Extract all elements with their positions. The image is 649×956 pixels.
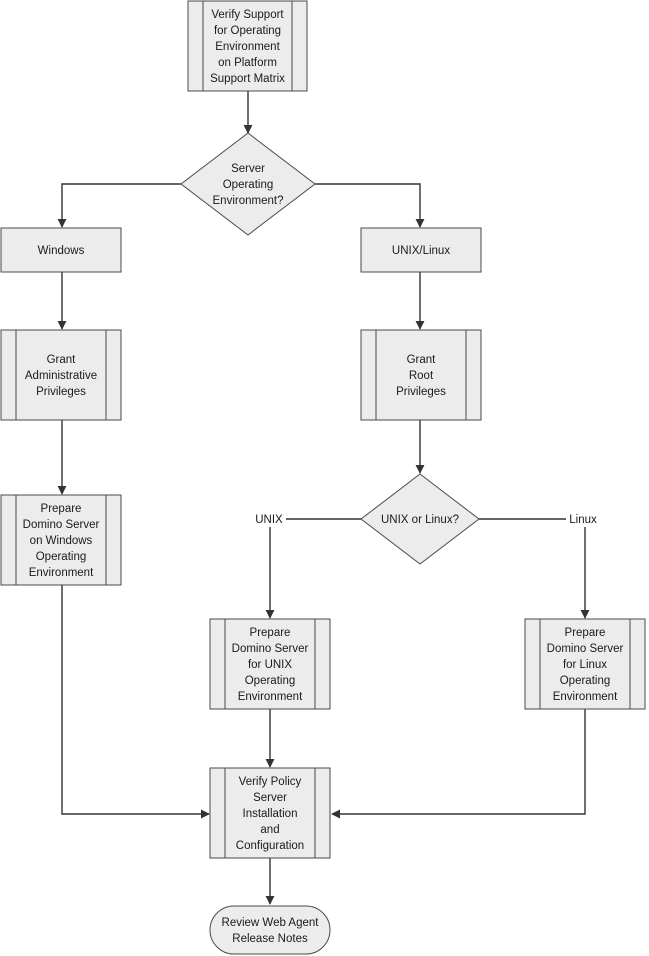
label-line: on Windows [30,535,93,547]
label-line: Grant [407,354,437,366]
edge-decision-to-windows [57,183,181,228]
label-line: Domino Server [232,643,309,655]
label-line: Operating [560,675,611,687]
label-line: Privileges [36,386,86,398]
label-line: UNIX or Linux? [381,514,459,526]
label-line: Privileges [396,386,446,398]
label-line: Prepare [250,627,291,639]
label-line: for Operating [214,25,281,37]
label-line: Review Web Agent [222,917,320,929]
label-line: Environment? [213,195,284,207]
node-windows: Windows [0,227,122,273]
label-line: Windows [38,245,85,257]
label-line: Grant [47,354,77,366]
label-line: Release Notes [232,933,308,945]
edge-prepare-windows-to-verify-policy [61,585,210,819]
label-line: Verify Policy [239,776,302,788]
label-line: UNIX/Linux [392,245,450,257]
label-line: Server [231,163,265,175]
label-line: Operating [36,551,87,563]
label-line: Prepare [41,503,82,515]
windows-label: Windows [38,245,85,257]
edge-prepare-linux-to-verify-policy [331,709,586,819]
edge-label-linux-text: Linux [569,514,597,526]
label-line: Environment [238,691,303,703]
edge-decision-to-prepare-unix [265,518,361,619]
label-line: Verify Support [211,9,284,21]
edge-label-unix: UNIX [252,511,286,527]
unix-or-linux-label: UNIX or Linux? [381,514,459,526]
unix-linux-label: UNIX/Linux [392,245,450,257]
label-line: Operating [223,179,274,191]
edge-decision-to-prepare-linux [479,518,590,619]
node-unix-linux: UNIX/Linux [360,227,482,273]
label-line: Environment [215,41,280,53]
edge-label-linux: Linux [566,511,600,527]
label-line: Domino Server [547,643,624,655]
edge-label-unix-text: UNIX [255,514,283,526]
label-line: Prepare [565,627,606,639]
label-line: for UNIX [248,659,292,671]
label-line: Server [253,792,287,804]
label-line: and [260,824,279,836]
label-line: Support Matrix [210,73,285,85]
label-line: Environment [29,567,94,579]
label-line: Environment [553,691,618,703]
decision-unix-or-linux: UNIX or Linux? [360,473,480,565]
label-line: Administrative [25,370,97,382]
label-line: Domino Server [23,519,100,531]
label-line: Root [409,370,434,382]
label-line: on Platform [218,57,277,69]
label-line: for Linux [563,659,607,671]
label-line: Operating [245,675,296,687]
edge-decision-to-unix-linux [315,183,425,228]
label-line: Configuration [236,840,304,852]
label-line: Installation [243,808,298,820]
